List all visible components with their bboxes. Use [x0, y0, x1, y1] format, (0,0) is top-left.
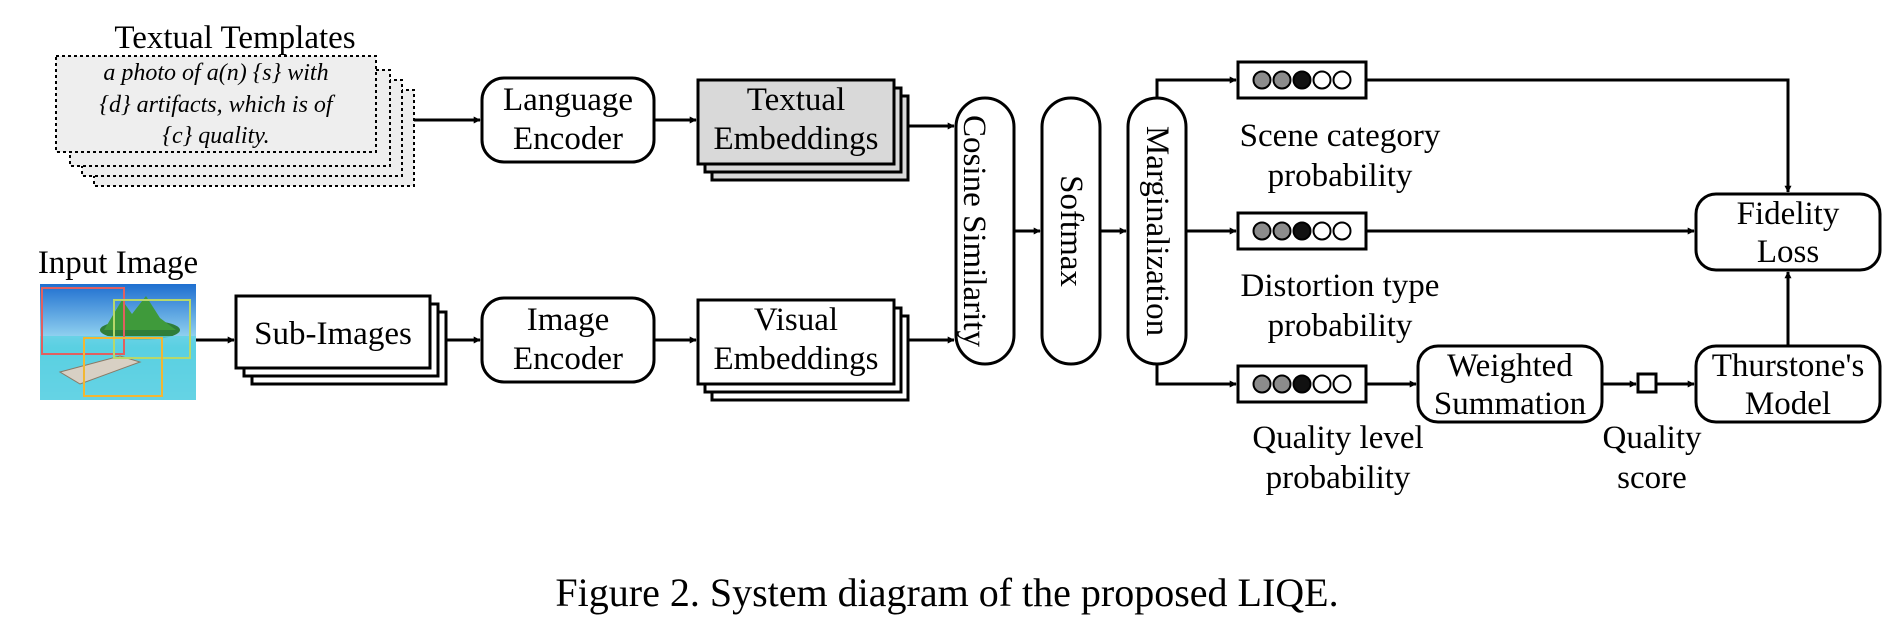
- weighted-summation-line-2: Summation: [1434, 386, 1586, 422]
- template-card-front: [55, 55, 377, 153]
- marginalization-label: Marginalization: [1139, 126, 1175, 336]
- textual-embeddings-line-2: Embeddings: [714, 121, 879, 157]
- probability-dot: [1272, 70, 1292, 90]
- edge-marginalization-to-scene-vector: [1155, 76, 1237, 98]
- fidelity-loss-line-1: Fidelity: [1737, 196, 1840, 232]
- probability-dot: [1272, 221, 1292, 241]
- textual-embedding-card-front: [696, 78, 896, 166]
- softmax-label: Softmax: [1053, 175, 1089, 287]
- probability-dot: [1292, 70, 1312, 90]
- distortion-probability-line-2: probability: [1268, 308, 1413, 344]
- probability-dot: [1252, 374, 1272, 394]
- quality-probability-line-2: probability: [1266, 460, 1411, 496]
- input-image-label: Input Image: [38, 245, 198, 281]
- probability-dot: [1292, 221, 1312, 241]
- probability-dot: [1332, 374, 1352, 394]
- probability-dot: [1252, 70, 1272, 90]
- probability-dot: [1312, 374, 1332, 394]
- probability-dot: [1332, 70, 1352, 90]
- thurstone-model-line-2: Model: [1745, 386, 1831, 422]
- language-encoder-line-1: Language: [503, 82, 633, 118]
- fidelity-loss-line-2: Loss: [1757, 234, 1819, 270]
- quality-score-node: [1636, 372, 1658, 394]
- distortion-probability-vector: [1236, 211, 1368, 251]
- probability-dot: [1312, 70, 1332, 90]
- textual-embeddings-stack: [696, 78, 910, 182]
- distortion-probability-line-1: Distortion type: [1241, 268, 1440, 304]
- edge-scene-vector-to-fidelity-loss: [1366, 78, 1792, 193]
- visual-embedding-card-front: [696, 298, 896, 386]
- template-line-1: a photo of a(n) {s} with: [103, 60, 328, 86]
- sub-images-label: Sub-Images: [254, 316, 412, 352]
- fidelity-loss-box: [1694, 192, 1882, 272]
- visual-embeddings-line-2: Embeddings: [714, 341, 879, 377]
- scene-probability-line-1: Scene category: [1240, 118, 1441, 154]
- probability-dot: [1252, 221, 1272, 241]
- quality-score-line-1: Quality: [1603, 420, 1702, 456]
- figure-caption: Figure 2. System diagram of the proposed…: [555, 570, 1338, 615]
- quality-probability-vector: [1236, 364, 1368, 404]
- input-image: [40, 284, 196, 400]
- thurstone-model-line-1: Thurstone's: [1712, 348, 1865, 384]
- scene-probability-line-2: probability: [1268, 158, 1413, 194]
- image-encoder-line-1: Image: [527, 302, 609, 338]
- visual-embeddings-stack: [696, 298, 910, 402]
- template-line-3: {c} quality.: [162, 123, 269, 149]
- textual-templates-title: Textual Templates: [114, 20, 355, 56]
- connectors: [196, 76, 1792, 388]
- template-line-2: {d} artifacts, which is of: [99, 92, 336, 118]
- visual-embeddings-line-1: Visual: [754, 302, 838, 338]
- sub-images-stack: [234, 294, 448, 386]
- cosine-similarity-label: Cosine Similarity: [956, 115, 992, 347]
- quality-score-line-2: score: [1617, 460, 1687, 496]
- probability-dot: [1292, 374, 1312, 394]
- textual-templates-stack: [55, 55, 415, 187]
- image-encoder-line-2: Encoder: [513, 341, 623, 377]
- edge-marginalization-to-quality-vector: [1155, 364, 1237, 388]
- textual-embeddings-line-1: Textual: [747, 82, 845, 118]
- probability-dot: [1312, 221, 1332, 241]
- probability-dot: [1332, 221, 1352, 241]
- language-encoder-line-2: Encoder: [513, 121, 623, 157]
- quality-probability-line-1: Quality level: [1252, 420, 1423, 456]
- scene-probability-vector: [1236, 60, 1368, 100]
- sub-image-card-front: [234, 294, 432, 370]
- weighted-summation-line-1: Weighted: [1447, 348, 1573, 384]
- probability-dot: [1272, 374, 1292, 394]
